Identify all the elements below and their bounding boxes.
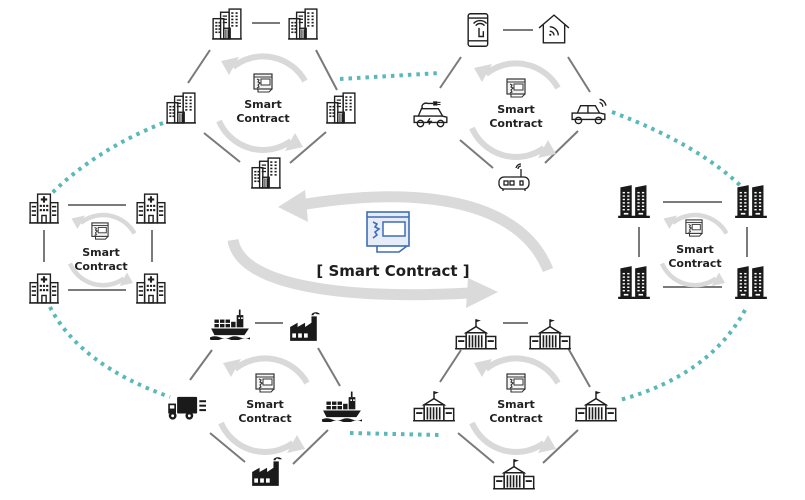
- hospital-icon: [135, 273, 167, 304]
- cluster-edges: [187, 22, 338, 164]
- central-arrowheads: [278, 190, 498, 308]
- smart-contract-icon: [91, 222, 109, 240]
- cluster-label-line1: Smart: [82, 246, 120, 259]
- cluster-edges: [439, 322, 591, 464]
- wifi-router-icon: [498, 163, 530, 192]
- hospital-icon: [28, 193, 60, 224]
- hospital-icon: [135, 193, 167, 224]
- smart-contract-icon: [253, 73, 273, 93]
- government-building-icon: [493, 458, 535, 490]
- cluster-label-line1: Smart: [497, 103, 535, 116]
- government-building-icon: [575, 390, 617, 422]
- cluster-edges: [189, 322, 341, 465]
- cargo-ship-icon: [210, 309, 250, 340]
- connected-car-icon: [571, 98, 607, 125]
- server-tower-icon: [618, 266, 650, 299]
- hospital-icon: [28, 273, 60, 304]
- smart-contract-icon: [685, 219, 703, 237]
- government-building-icon: [455, 318, 497, 350]
- link-buildings-hospitals: [48, 121, 164, 197]
- central-smart-contract-icon: [366, 211, 410, 253]
- link-logistics-government: [349, 431, 441, 437]
- cluster-datacenters: Smart Contract: [618, 185, 767, 299]
- cluster-edges: [43, 204, 153, 291]
- office-building-icon: [287, 8, 319, 40]
- cluster-label-line2: Contract: [668, 257, 721, 270]
- central-cycle-arrows: [227, 191, 554, 301]
- office-building-icon: [250, 157, 282, 189]
- cluster-label-line2: Contract: [236, 112, 289, 125]
- cluster-label-line2: Contract: [238, 412, 291, 425]
- central-arrow-bottom: [227, 238, 471, 301]
- smart-contract-icon: [255, 373, 275, 393]
- cluster-label-line1: Smart: [246, 398, 284, 411]
- central-title: [ Smart Contract ]: [316, 262, 469, 280]
- cluster-government: Smart Contract: [413, 318, 617, 490]
- factory-icon: [290, 312, 320, 341]
- server-tower-icon: [735, 266, 767, 299]
- electric-car-icon: [413, 100, 448, 128]
- office-building-icon: [211, 8, 243, 40]
- server-tower-icon: [618, 185, 650, 218]
- cluster-iot: Smart Contract: [413, 13, 607, 192]
- smart-home-icon: [538, 14, 570, 44]
- link-iot-datacenters: [611, 110, 747, 192]
- cluster-label-line2: Contract: [74, 260, 127, 273]
- cluster-buildings: Smart Contract: [165, 8, 357, 189]
- central-arrow-top: [299, 191, 554, 273]
- server-tower-icon: [735, 185, 767, 218]
- inter-cluster-links: [48, 71, 747, 437]
- office-building-icon: [165, 92, 197, 124]
- cargo-ship-icon: [322, 391, 362, 422]
- cluster-label-line1: Smart: [676, 243, 714, 256]
- cluster-label-line2: Contract: [489, 412, 542, 425]
- government-building-icon: [529, 318, 571, 350]
- cluster-edges: [439, 29, 591, 169]
- smartphone-icon: [467, 13, 489, 47]
- central-arrowhead-left: [278, 190, 308, 222]
- delivery-truck-icon: [168, 396, 206, 420]
- central-arrowhead-right: [466, 278, 498, 308]
- government-building-icon: [413, 390, 455, 422]
- smart-contract-icon: [506, 373, 526, 393]
- link-datacenters-government: [619, 309, 747, 402]
- cluster-label-line2: Contract: [489, 117, 542, 130]
- cluster-hospitals: Smart Contract: [28, 193, 167, 304]
- cluster-label-line1: Smart: [497, 398, 535, 411]
- factory-icon: [252, 457, 282, 486]
- smart-contract-icon: [506, 78, 526, 98]
- link-buildings-iot: [339, 71, 441, 81]
- cluster-label-line1: Smart: [244, 98, 282, 111]
- cluster-logistics: Smart Contract: [168, 309, 362, 486]
- office-building-icon: [325, 92, 357, 124]
- link-hospitals-logistics: [48, 306, 171, 399]
